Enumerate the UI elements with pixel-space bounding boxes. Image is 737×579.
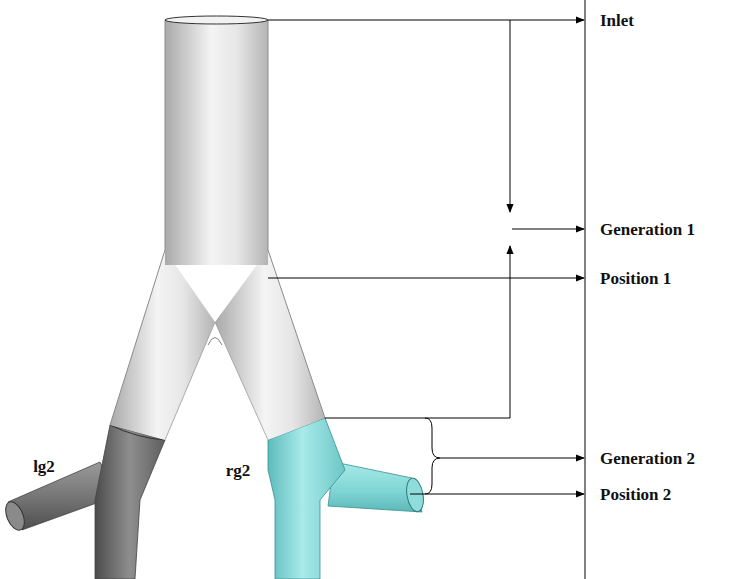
generation-label: Generation 2 [600,450,695,467]
trachea-generation-1 [110,16,325,440]
generation-label: Generation 1 [600,221,695,238]
position-label: Position 2 [600,486,671,503]
annotation-lines [268,0,585,579]
right-generation-2 [268,418,426,579]
branch-label: rg2 [226,462,251,479]
branch-label: lg2 [33,458,55,475]
inlet-label: Inlet [600,12,634,29]
left-generation-2 [2,425,165,579]
position-label: Position 1 [600,270,671,287]
